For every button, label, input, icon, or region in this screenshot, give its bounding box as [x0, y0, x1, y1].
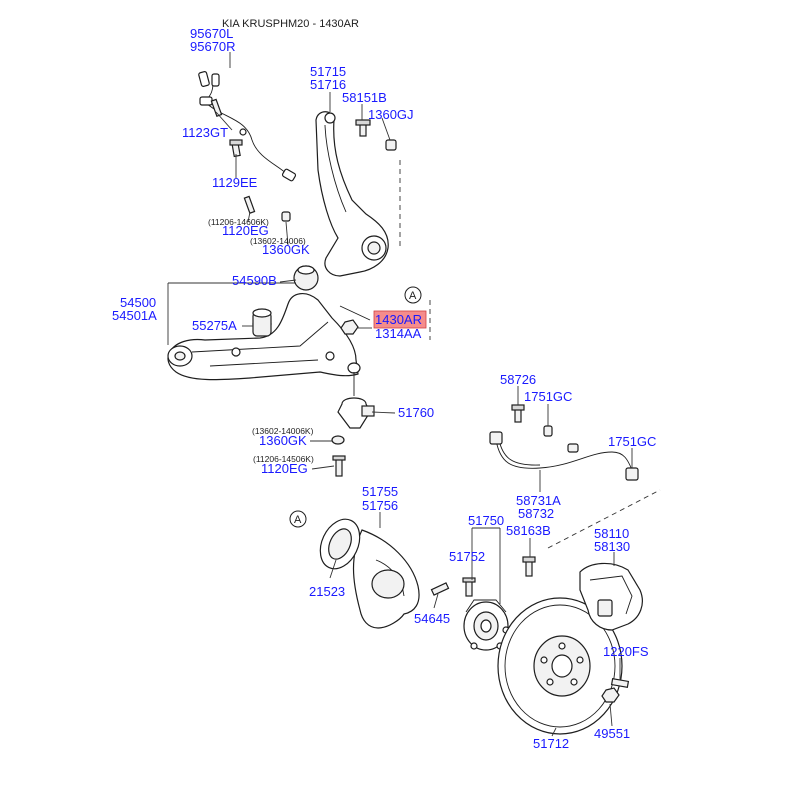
bolt-58726: [511, 404, 525, 423]
steering-knuckle: [315, 111, 389, 277]
label-1751gc-right[interactable]: 1751GC: [608, 434, 656, 449]
nut-49551: [601, 687, 620, 703]
label-51752[interactable]: 51752: [449, 549, 485, 564]
label-1220fs[interactable]: 1220FS: [603, 644, 649, 659]
bolt-58151b: [355, 119, 371, 137]
label-58163b[interactable]: 58163B: [506, 523, 551, 538]
label-1360gk-bottom[interactable]: 1360GK: [259, 433, 307, 448]
label-54590b[interactable]: 54590B: [232, 273, 277, 288]
bushing-54590b: [293, 265, 319, 291]
label-58110[interactable]: 58110: [594, 526, 629, 541]
label-95670r[interactable]: 95670R: [190, 39, 236, 54]
bolt-1120eg-top: [243, 195, 256, 214]
label-1314aa[interactable]: 1314AA: [375, 326, 422, 341]
label-54501a[interactable]: 54501A: [112, 308, 157, 323]
brake-hose: [489, 431, 639, 481]
note-11206-14506k: (11206-14506K): [253, 454, 314, 464]
note-11206-14606k: (11206-14606K): [208, 217, 269, 227]
label-21523[interactable]: 21523: [309, 584, 345, 599]
nut-1360gk-bottom: [331, 435, 345, 445]
leader-lines: [167, 52, 661, 737]
label-51760[interactable]: 51760: [398, 405, 434, 420]
label-58726[interactable]: 58726: [500, 372, 536, 387]
nut-1360gj: [385, 139, 397, 151]
marker-a-top: A: [404, 286, 422, 304]
svg-text:A: A: [294, 514, 302, 526]
ball-joint-51760: [337, 362, 375, 429]
label-49551[interactable]: 49551: [594, 726, 630, 741]
note-13602-14006k: (13602-14006K): [252, 426, 314, 436]
label-55275a[interactable]: 55275A: [192, 318, 237, 333]
wheel-speed-sensor: [198, 71, 297, 182]
lower-control-arm: [167, 293, 359, 381]
note-13602-14006-top: (13602-14006): [250, 236, 306, 246]
label-1751gc-left[interactable]: 1751GC: [524, 389, 572, 404]
label-51750[interactable]: 51750: [468, 513, 504, 528]
label-1123gt[interactable]: 1123GT: [182, 125, 228, 140]
bushing-55275a: [252, 308, 272, 337]
svg-text:A: A: [409, 290, 417, 302]
label-51756[interactable]: 51756: [362, 498, 398, 513]
dust-cover: [352, 529, 420, 629]
label-1430ar[interactable]: 1430AR: [375, 312, 422, 327]
diagram-title: KIA KRUSPHM20 - 1430AR: [222, 18, 359, 30]
marker-a-bottom: A: [289, 510, 307, 528]
label-51716[interactable]: 51716: [310, 77, 346, 92]
label-95670l[interactable]: 95670L: [190, 26, 233, 41]
label-1129ee[interactable]: 1129EE: [212, 175, 258, 190]
label-1120eg-bottom[interactable]: 1120EG: [261, 461, 308, 476]
bolt-1120eg-bottom: [332, 455, 346, 477]
clip-1751gc-left: [543, 425, 553, 437]
label-58731a[interactable]: 58731A: [516, 493, 561, 508]
bolt-1430ar: [339, 305, 371, 321]
bolt-51752: [462, 577, 476, 597]
label-51712[interactable]: 51712: [533, 736, 569, 751]
label-58151b[interactable]: 58151B: [342, 90, 387, 105]
label-1360gk-top[interactable]: 1360GK: [262, 242, 310, 257]
brake-caliper: [579, 562, 643, 631]
brake-disc: [497, 597, 623, 735]
highlight-1430ar: [373, 310, 427, 329]
label-58130[interactable]: 58130: [594, 539, 630, 554]
bolt-1129ee: [229, 139, 243, 158]
label-1360gj[interactable]: 1360GJ: [368, 107, 414, 122]
label-1120eg-top[interactable]: 1120EG: [222, 223, 269, 238]
label-51715[interactable]: 51715: [310, 64, 346, 79]
bolt-54645: [430, 582, 450, 596]
label-54500[interactable]: 54500: [120, 295, 156, 310]
nut-1314aa: [340, 319, 359, 335]
bolt-1220fs: [610, 677, 630, 689]
nut-1360gk-top: [281, 211, 291, 222]
seal-21523: [319, 518, 361, 570]
bolt-58163b: [522, 556, 536, 577]
label-51755[interactable]: 51755: [362, 484, 398, 499]
label-54645[interactable]: 54645: [414, 611, 450, 626]
label-58732[interactable]: 58732: [518, 506, 554, 521]
